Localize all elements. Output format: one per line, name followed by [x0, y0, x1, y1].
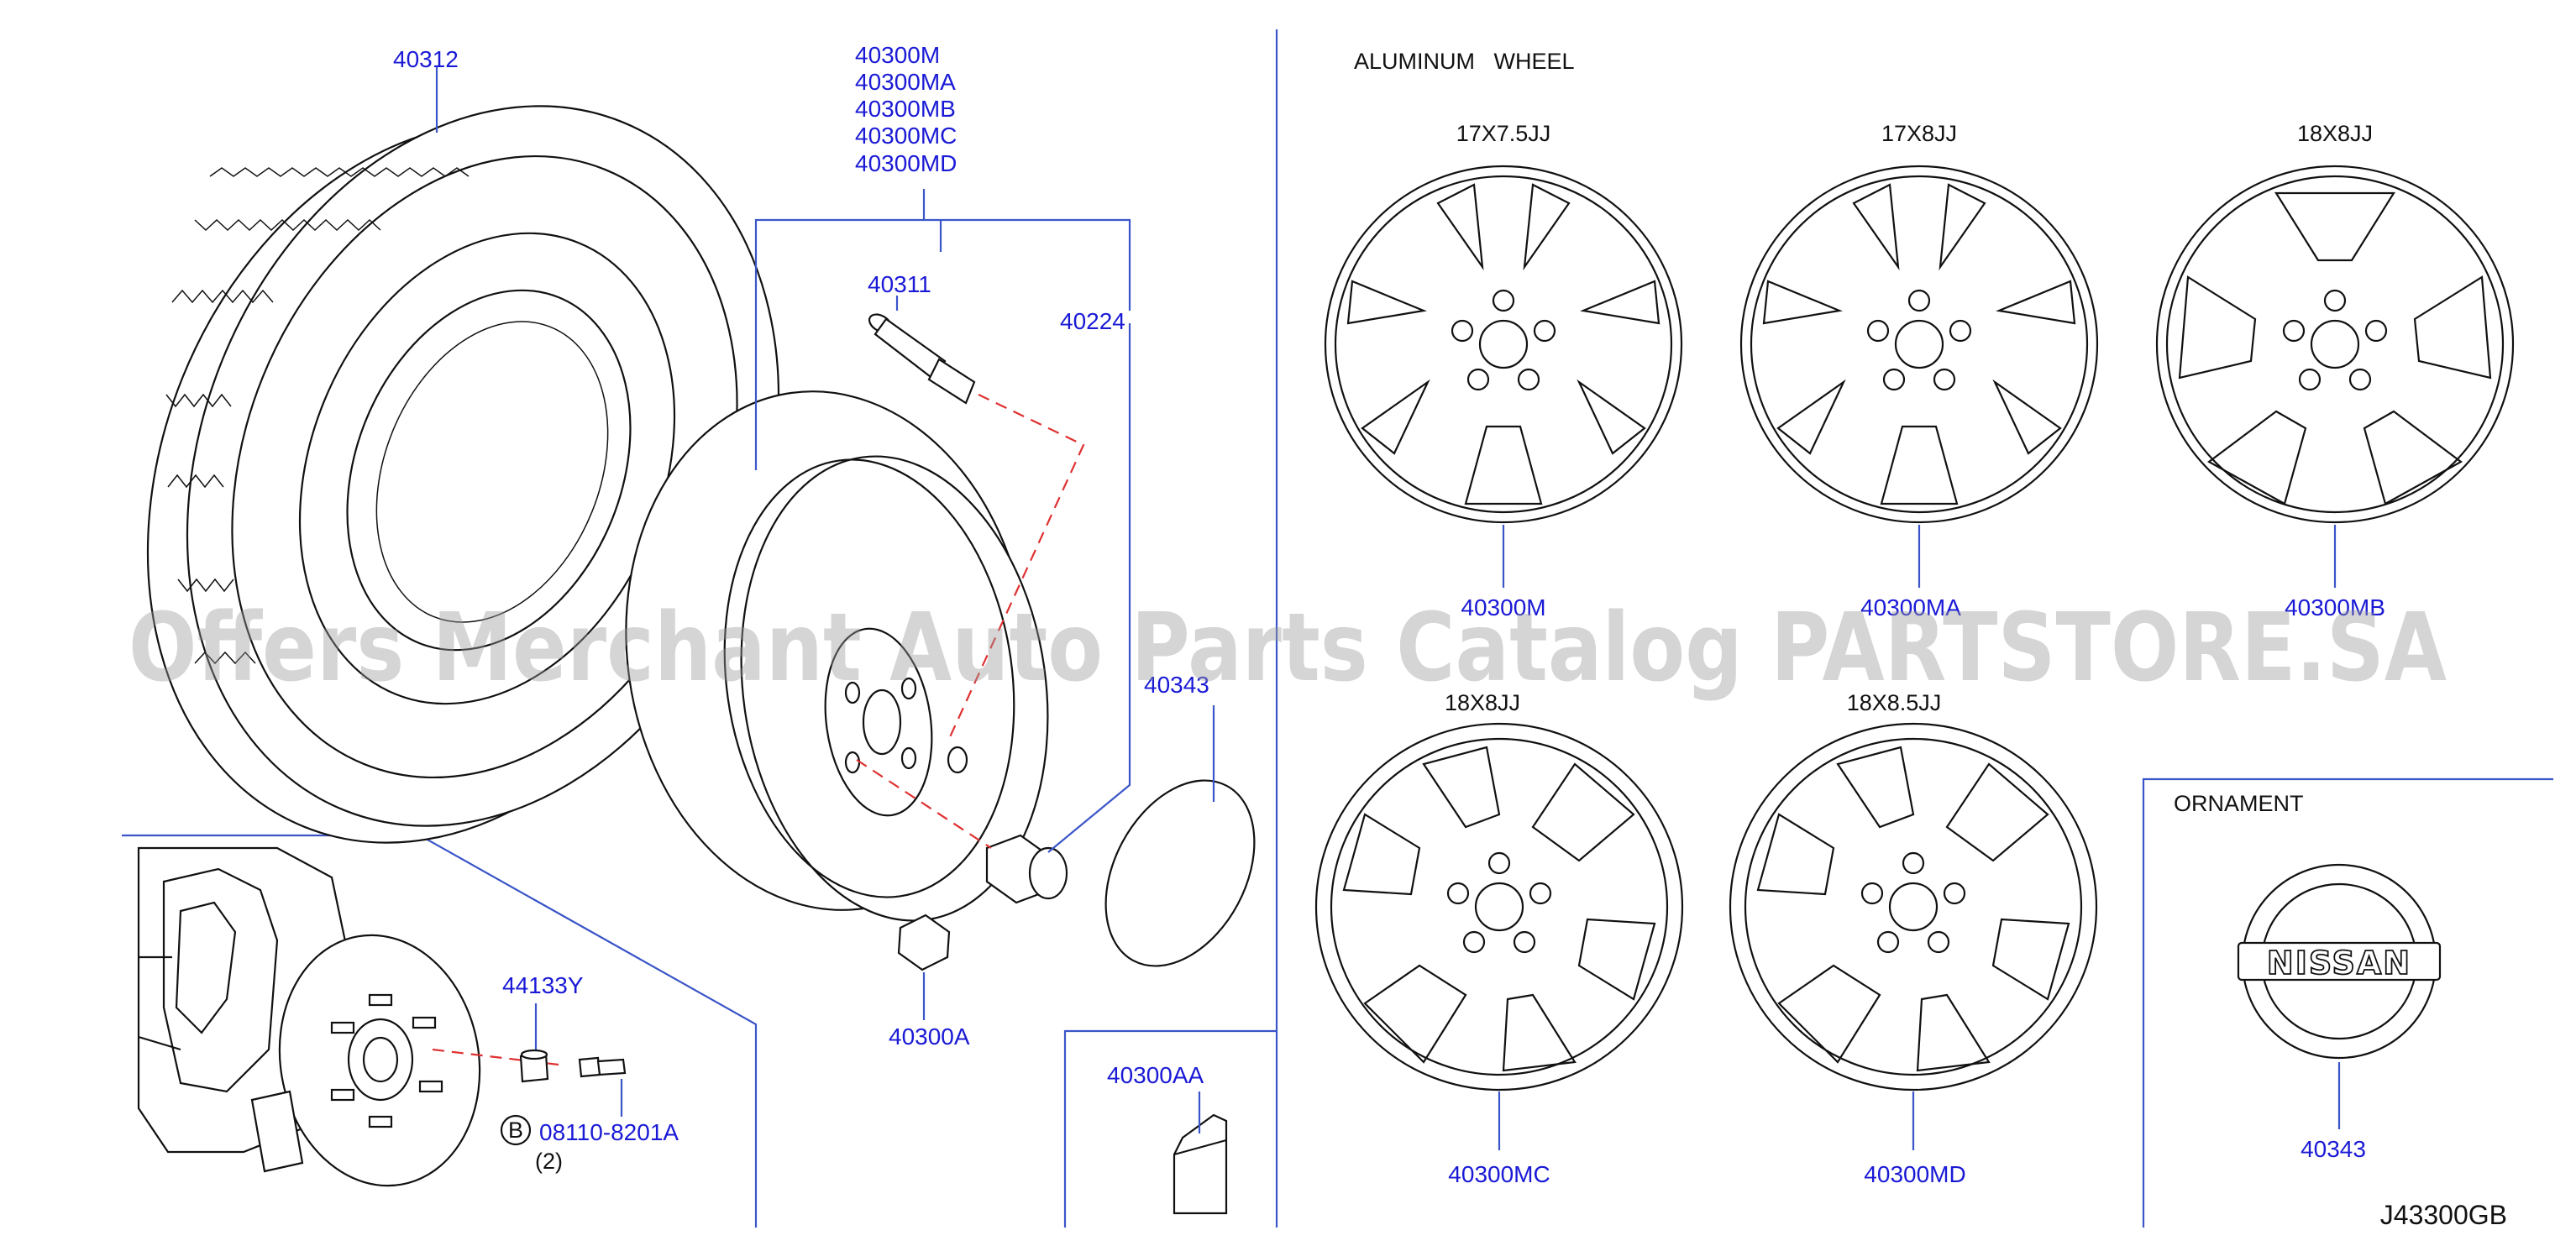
ornament-title: ORNAMENT — [2174, 791, 2304, 816]
aluminum-wheel-3[interactable] — [2155, 165, 2515, 588]
brake-assembly-illustration — [137, 846, 559, 1187]
label-wheel-5[interactable]: 40300MD — [855, 150, 957, 176]
valve-stem-illustration[interactable] — [866, 296, 1085, 740]
label-bolt[interactable]: 44133Y — [502, 972, 584, 998]
wheel-size-1: 17X7.5JJ — [1456, 121, 1551, 146]
steel-wheel-illustration[interactable] — [593, 365, 1077, 940]
callouts: 40312 40300M 40300MA 40300MB 40300MC 403… — [393, 42, 2507, 1230]
label-weight-a[interactable]: 40300A — [889, 1024, 970, 1050]
wheel-part-3[interactable]: 40300MB — [2285, 594, 2385, 620]
wheel-size-4: 18X8JJ — [1445, 690, 1520, 715]
label-valve[interactable]: 40311 — [868, 271, 931, 297]
label-weight-aa[interactable]: 40300AA — [1107, 1062, 1204, 1088]
label-wheel-4[interactable]: 40300MC — [855, 123, 957, 149]
wheel-part-2[interactable]: 40300MA — [1860, 594, 1961, 620]
label-screw-qty: (2) — [535, 1149, 563, 1174]
watermark-text: Offers Merchant Auto Parts Catalog PARTS… — [129, 594, 2447, 703]
label-cap-left[interactable]: 40343 — [1144, 672, 1209, 698]
wheel-part-5[interactable]: 40300MD — [1864, 1161, 1965, 1187]
hub-bolt-illustration[interactable] — [500, 1003, 627, 1146]
label-screw[interactable]: 08110-8201A — [539, 1119, 679, 1145]
label-wheel-2[interactable]: 40300MA — [855, 69, 956, 95]
circle-b-letter: B — [508, 1118, 523, 1143]
aluminum-wheel-title: ALUMINUM WHEEL — [1354, 49, 1575, 74]
wheel-callout-bracket — [754, 189, 1131, 470]
aluminum-wheel-4[interactable] — [1314, 722, 1684, 1150]
aluminum-wheel-5[interactable] — [1729, 722, 2098, 1150]
wheel-size-2: 17X8JJ — [1881, 121, 1957, 146]
wheel-size-5: 18X8.5JJ — [1847, 690, 1942, 715]
ornament-emblem[interactable]: NISSAN — [2237, 863, 2442, 1129]
label-nut[interactable]: 40224 — [1060, 308, 1125, 334]
balance-weight-aa-illustration[interactable] — [1173, 1092, 1228, 1215]
ornament-brand-text: NISSAN — [2267, 945, 2411, 982]
label-wheel-1[interactable]: 40300M — [855, 42, 940, 68]
diagram-code: J43300GB — [2380, 1200, 2507, 1230]
wheel-size-3: 18X8JJ — [2297, 121, 2373, 146]
balance-weight-a-illustration[interactable] — [897, 914, 951, 1020]
label-wheel-3[interactable]: 40300MB — [855, 96, 956, 122]
section-dividers — [122, 29, 2553, 1228]
wheel-part-4[interactable]: 40300MC — [1448, 1161, 1550, 1187]
aluminum-wheel-1[interactable] — [1324, 165, 1683, 588]
aluminum-wheel-2[interactable] — [1739, 165, 2099, 588]
lug-nut-illustration[interactable] — [856, 323, 1131, 904]
wheel-part-1[interactable]: 40300M — [1461, 594, 1545, 620]
label-tire[interactable]: 40312 — [393, 46, 459, 72]
center-cap-illustration[interactable] — [1076, 705, 1285, 992]
ornament-part[interactable]: 40343 — [2301, 1136, 2366, 1162]
